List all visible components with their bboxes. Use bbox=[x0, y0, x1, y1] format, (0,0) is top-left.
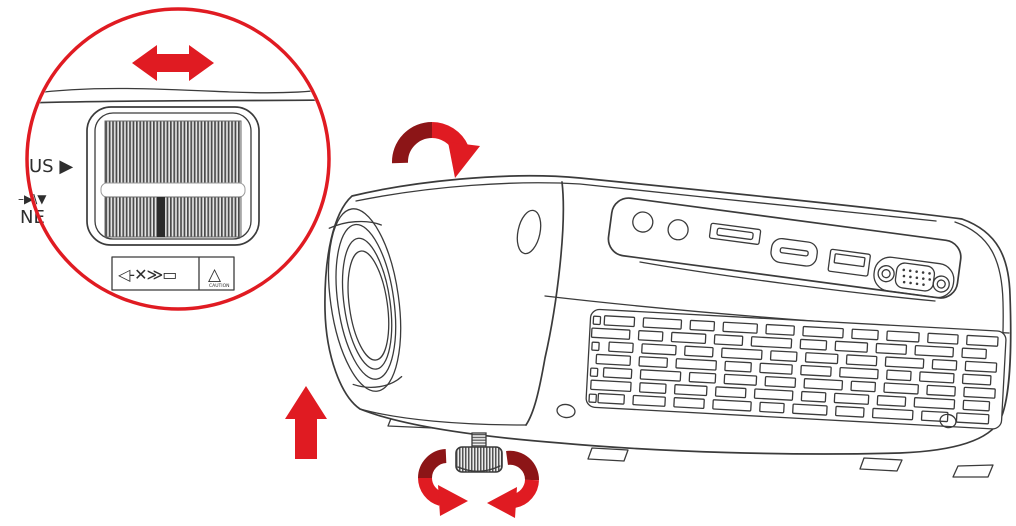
lens bbox=[327, 208, 403, 392]
caution-symbols: ◁-✕≫▭ bbox=[117, 265, 176, 284]
vga-port bbox=[873, 256, 955, 299]
rotate-arrow-knob-right bbox=[487, 450, 540, 518]
port-panel-shadow bbox=[639, 261, 936, 302]
front-face-bottom bbox=[359, 408, 527, 426]
keystone-wheel bbox=[104, 196, 242, 238]
focus-wheel bbox=[104, 120, 242, 186]
top-bezel-line bbox=[355, 182, 937, 222]
front-face-edge bbox=[525, 181, 565, 426]
foot-mid bbox=[587, 447, 629, 462]
av-jack-2 bbox=[667, 219, 689, 241]
rotate-arrow-knob-left bbox=[417, 449, 468, 516]
ir-sensor bbox=[516, 209, 542, 255]
sd-card-slot bbox=[708, 222, 762, 245]
projector bbox=[324, 175, 1012, 478]
foot-right bbox=[859, 457, 903, 472]
adjustment-arrows bbox=[285, 122, 540, 518]
bottom-hole-left bbox=[556, 403, 576, 419]
foot-back bbox=[952, 464, 994, 478]
focus-label: US ▶ bbox=[29, 156, 73, 177]
hdmi-port bbox=[770, 237, 818, 267]
callout-circle-ring bbox=[25, 7, 331, 311]
rotate-arrow-top bbox=[392, 122, 480, 178]
usb-port bbox=[827, 248, 871, 277]
vent-grille bbox=[585, 308, 1007, 430]
foot-knob bbox=[455, 446, 503, 473]
bottom-hole-right bbox=[939, 413, 957, 429]
closeup-edge-line bbox=[29, 99, 327, 104]
caution-label: ◁-✕≫▭ △ CAUTION bbox=[111, 256, 235, 291]
warning-triangle-icon: △ bbox=[208, 265, 222, 285]
av-jack-1 bbox=[632, 211, 654, 233]
vga-pins bbox=[902, 268, 932, 287]
lift-arrow bbox=[285, 386, 327, 459]
slide-arrow bbox=[132, 45, 214, 81]
closeup-top-line bbox=[29, 87, 327, 95]
projector-feet bbox=[387, 415, 994, 478]
focus-wheel-housing bbox=[86, 106, 260, 246]
port-panel bbox=[607, 197, 962, 299]
caution-caption: CAUTION bbox=[209, 283, 230, 289]
callout: ◁-✕≫▭ △ CAUTION US ▶ –▶\▼ NE bbox=[18, 7, 331, 311]
vent-slots bbox=[588, 315, 999, 425]
adjustable-foot bbox=[455, 432, 503, 473]
